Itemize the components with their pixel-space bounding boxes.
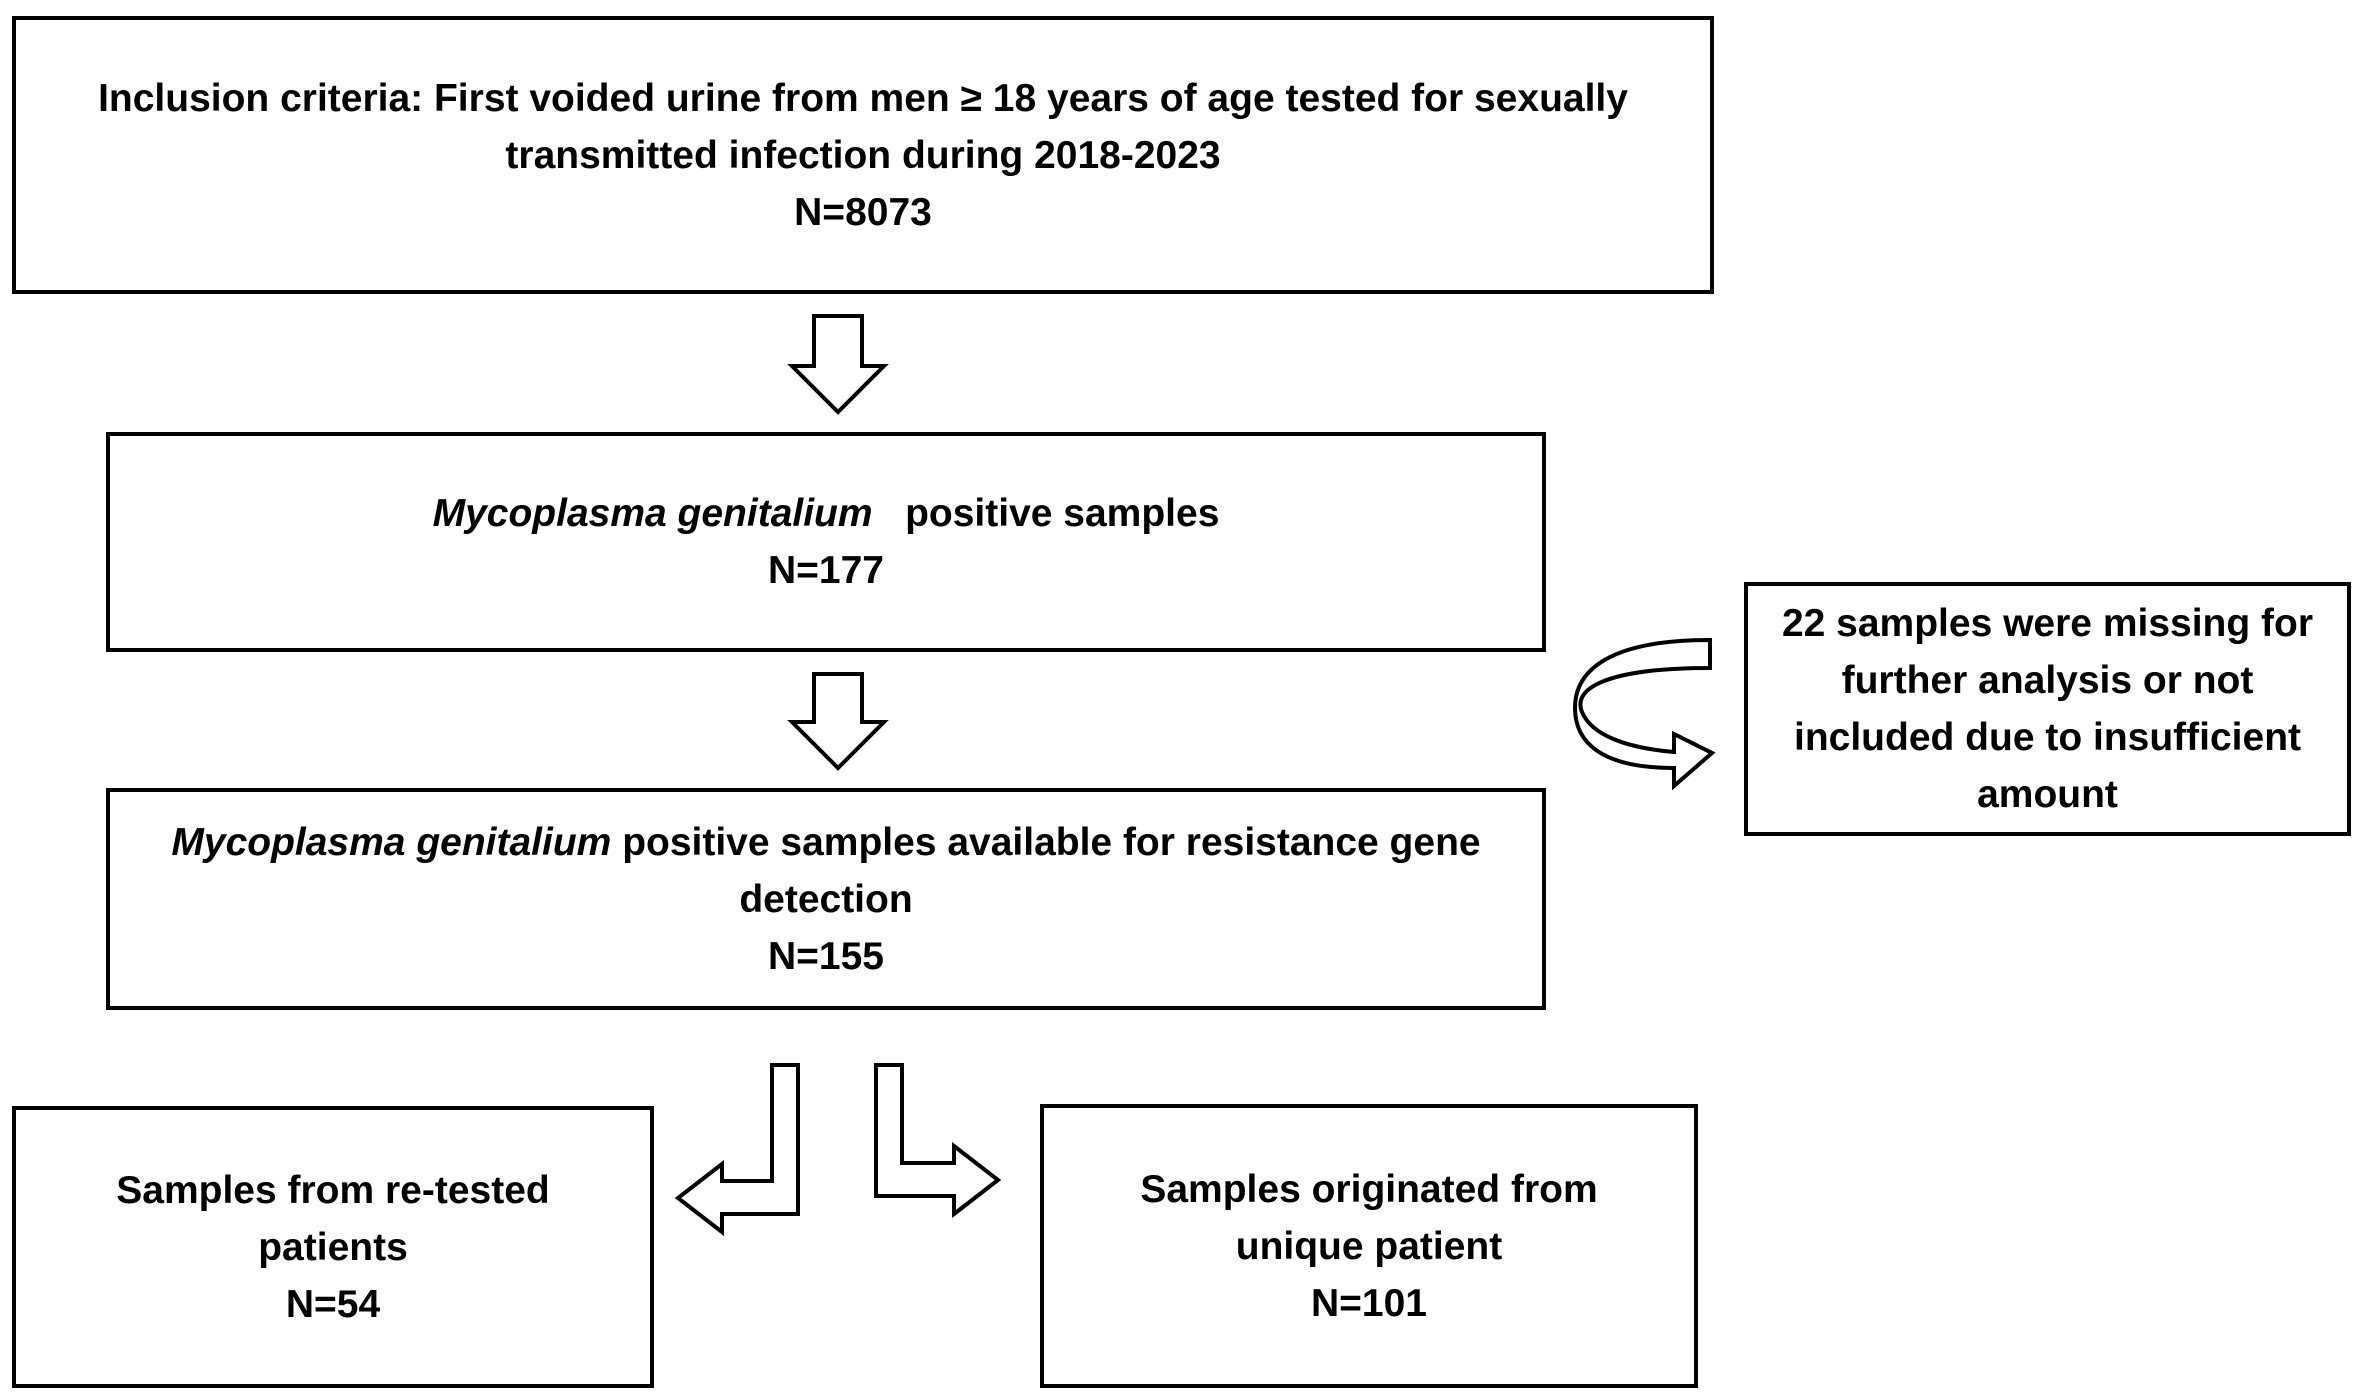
curved-exclusion-arrow bbox=[1572, 637, 1716, 791]
unique-text-line1: Samples originated from bbox=[1140, 1167, 1598, 1211]
unique-count: N=101 bbox=[1310, 1281, 1427, 1325]
positive-samples-box: Mycoplasma genitalium positive samples N… bbox=[106, 432, 1546, 652]
inclusion-criteria-text-line2: transmitted infection during 2018-2023 bbox=[505, 133, 1221, 177]
elbow-arrow-left bbox=[674, 1063, 800, 1237]
excluded-samples-box: 22 samples were missing for further anal… bbox=[1744, 582, 2351, 836]
available-count: N=155 bbox=[767, 934, 884, 978]
retested-patients-box: Samples from re-tested patients N=54 bbox=[12, 1106, 654, 1388]
excluded-text-line1: 22 samples were missing for bbox=[1781, 602, 2314, 645]
excluded-text-line4: amount bbox=[1977, 773, 2118, 816]
available-samples-box: Mycoplasma genitalium positive samples a… bbox=[106, 788, 1546, 1010]
available-samples-label: positive samples available for resistanc… bbox=[622, 820, 1481, 864]
excluded-text-line2: further analysis or not bbox=[1841, 659, 2254, 702]
retested-text-line1: Samples from re-tested bbox=[116, 1168, 550, 1212]
inclusion-criteria-box: Inclusion criteria: First voided urine f… bbox=[12, 16, 1714, 294]
excluded-text-line3: included due to insufficient bbox=[1794, 716, 2301, 759]
down-arrow-2 bbox=[787, 672, 889, 771]
species-name: Mycoplasma genitalium bbox=[171, 820, 612, 864]
inclusion-count: N=8073 bbox=[794, 190, 932, 234]
retested-text-line2: patients bbox=[258, 1225, 408, 1269]
retested-count: N=54 bbox=[285, 1282, 381, 1326]
unique-patient-box: Samples originated from unique patient N… bbox=[1040, 1104, 1698, 1388]
inclusion-criteria-text-line1: Inclusion criteria: First voided urine f… bbox=[98, 76, 1628, 120]
positive-count: N=177 bbox=[767, 549, 884, 592]
elbow-arrow-right bbox=[874, 1063, 1002, 1219]
unique-text-line2: unique patient bbox=[1235, 1224, 1503, 1268]
species-name: Mycoplasma genitalium bbox=[432, 492, 873, 535]
available-samples-label-line2: detection bbox=[739, 877, 913, 921]
positive-samples-label: positive samples bbox=[905, 492, 1220, 535]
down-arrow-1 bbox=[787, 314, 889, 415]
